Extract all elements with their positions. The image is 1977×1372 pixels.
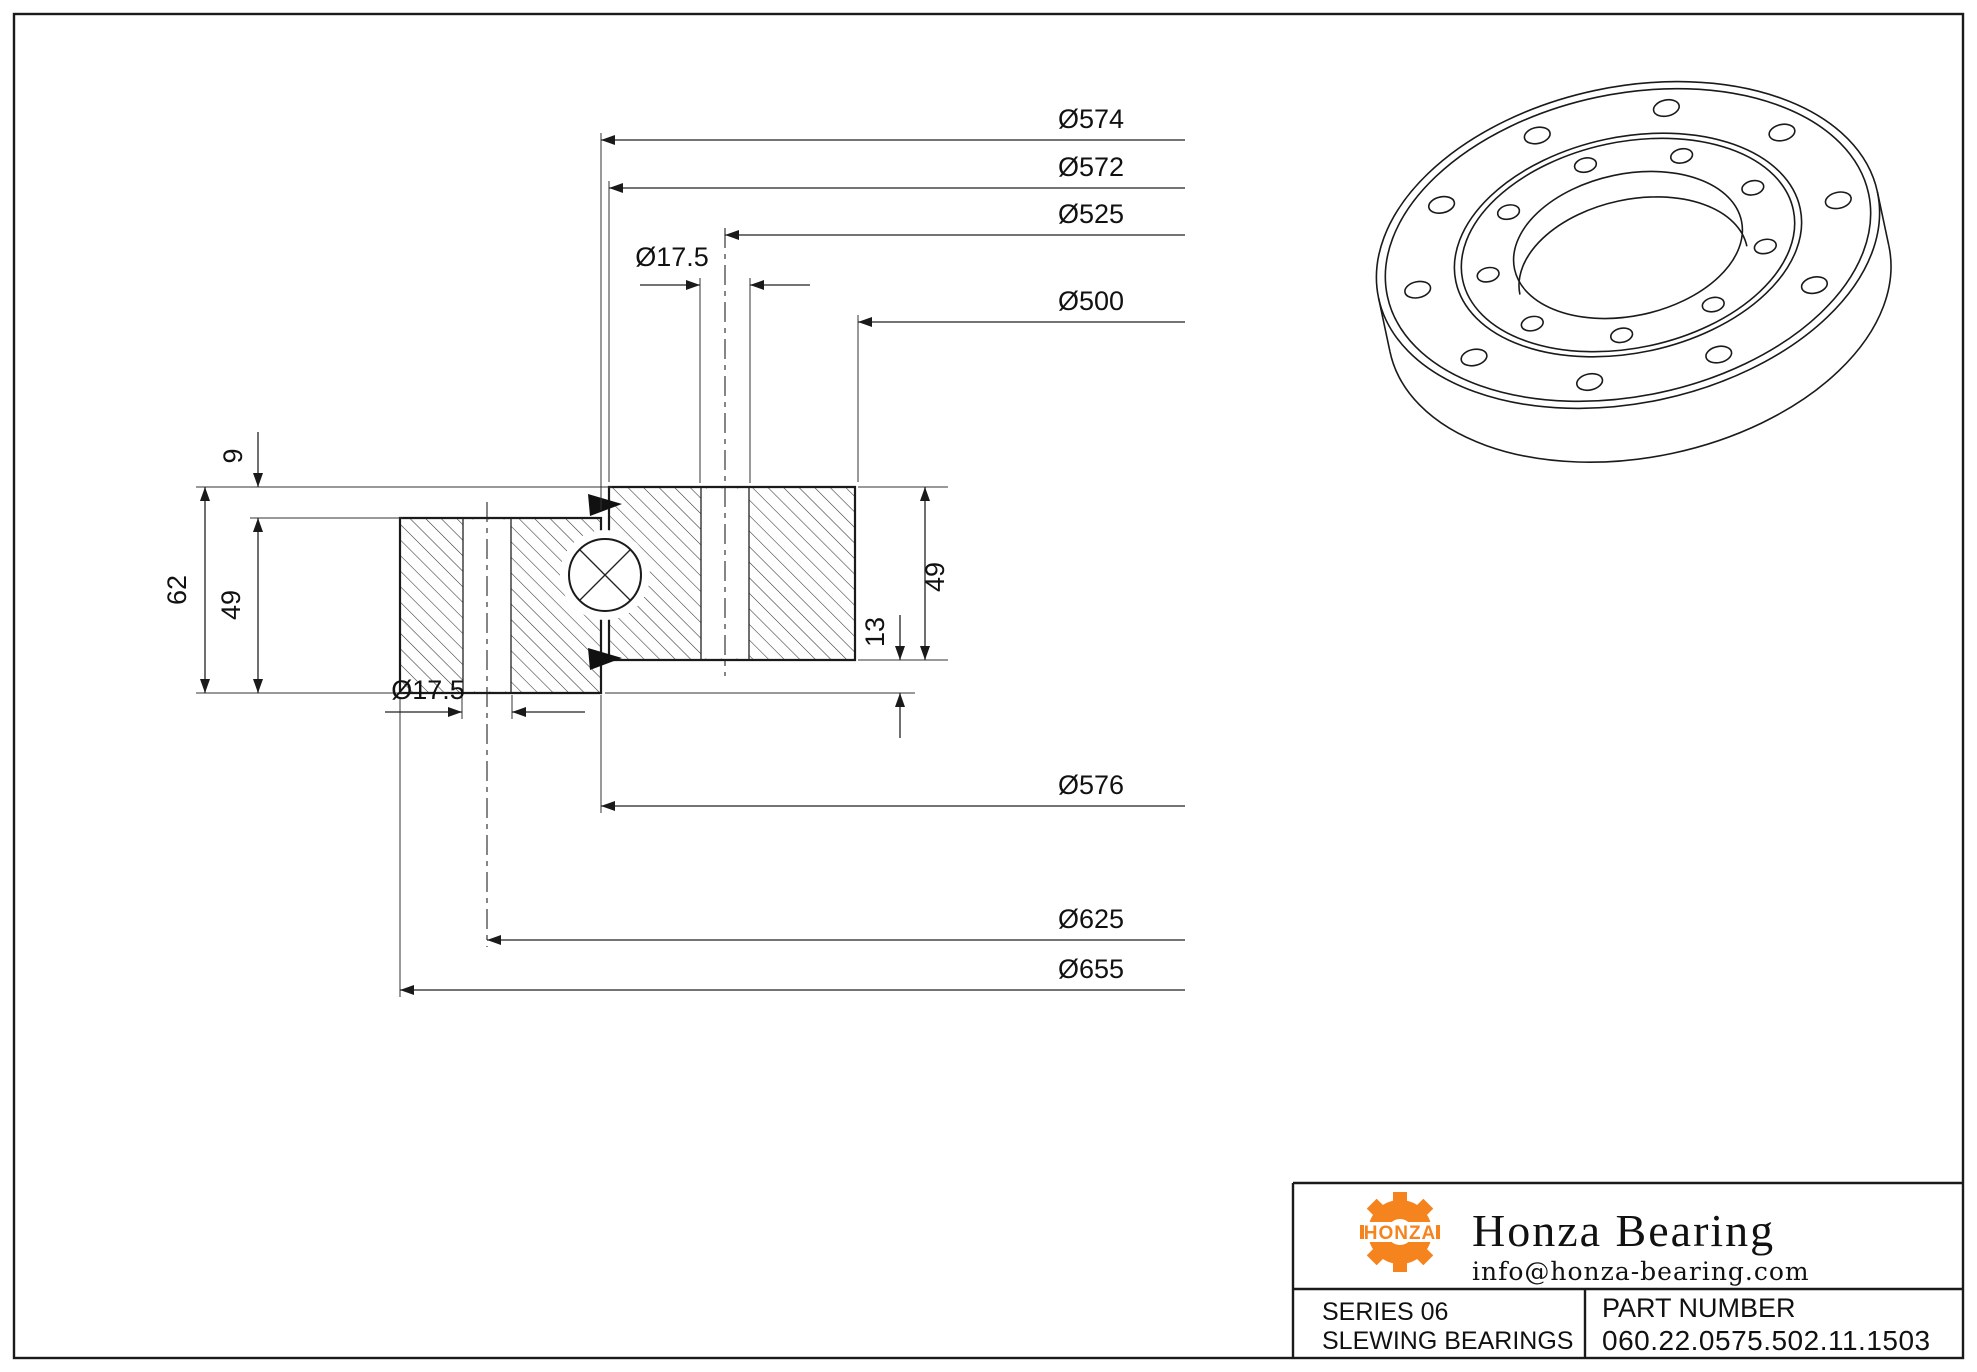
dim-label-500: Ø500 xyxy=(1058,286,1124,316)
dimensions: Ø574 Ø572 Ø525 Ø17.5 Ø500 Ø576 Ø625 Ø655… xyxy=(162,104,1185,997)
dim-label-625: Ø625 xyxy=(1058,904,1124,934)
dim-label-525: Ø525 xyxy=(1058,199,1124,229)
brand-email: info@honza-bearing.com xyxy=(1472,1257,1810,1286)
dim-label-49-right: 49 xyxy=(920,562,950,592)
part-number-label: PART NUMBER xyxy=(1602,1293,1796,1323)
iso-bore-edge xyxy=(1512,170,1744,320)
honza-logo-gear-icon: HONZA xyxy=(1360,1192,1440,1272)
iso-inner-bolt-holes xyxy=(1476,147,1777,344)
iso-ring-split xyxy=(1453,132,1803,358)
part-number-value: 060.22.0575.502.11.1503 xyxy=(1602,1325,1931,1356)
dim-label-49-left: 49 xyxy=(216,590,246,620)
dim-label-17-5-top: Ø17.5 xyxy=(635,242,709,272)
logo-text: HONZA xyxy=(1364,1223,1437,1244)
title-block: HONZA Honza Bearing info@honza-bearing.c… xyxy=(1291,1181,1963,1358)
dim-label-572: Ø572 xyxy=(1058,152,1124,182)
sheet-border xyxy=(12,12,1965,1360)
section-view xyxy=(398,228,857,947)
dim-label-62: 62 xyxy=(162,575,192,605)
dim-label-17-5-bottom: Ø17.5 xyxy=(391,675,465,705)
brand-name: Honza Bearing xyxy=(1472,1205,1775,1256)
series-sublabel: SLEWING BEARINGS xyxy=(1322,1327,1573,1355)
iso-outer-bolt-holes xyxy=(1404,98,1852,392)
seal-top xyxy=(588,494,622,516)
dim-label-576: Ø576 xyxy=(1058,770,1124,800)
ball-cross-line xyxy=(579,549,631,601)
series-label: SERIES 06 xyxy=(1322,1298,1448,1326)
iso-outer-edge xyxy=(1375,80,1881,410)
dim-label-655: Ø655 xyxy=(1058,954,1124,984)
seal-bottom xyxy=(588,648,622,670)
dim-label-9: 9 xyxy=(218,448,248,463)
iso-bottom-edge xyxy=(1389,245,1892,463)
dim-label-13: 13 xyxy=(860,617,890,647)
iso-view xyxy=(1375,80,1892,463)
dim-label-574: Ø574 xyxy=(1058,104,1124,134)
